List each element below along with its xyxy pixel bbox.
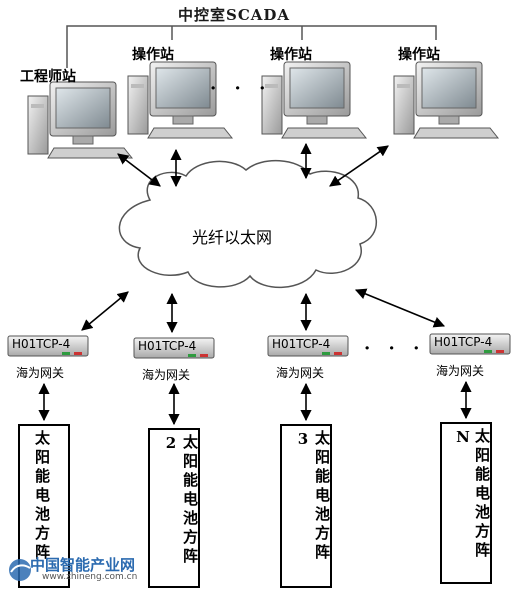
gateway-ellipsis: · · · (364, 338, 426, 359)
operator-computer-icon-3 (393, 61, 500, 139)
ethernet-cloud (118, 159, 378, 288)
solar-array-box-3 (280, 424, 332, 588)
operator-station-label-1: 操作站 (132, 47, 174, 63)
gateway-device-2 (133, 337, 215, 359)
operator-computer-icon-2 (261, 61, 368, 139)
solar-array-box-4 (440, 422, 492, 584)
solar-array-box-2 (148, 428, 200, 588)
watermark-logo-icon (9, 559, 31, 581)
watermark-text: 中国智能产业网 (30, 556, 136, 574)
engineer-station-label: 工程师站 (20, 69, 76, 85)
solar-array-label-2: 太阳能电池方阵2 (162, 434, 199, 567)
gateway-name-label-4: 海为网关 (436, 364, 485, 378)
gateway-model-label-3: H01TCP-4 (272, 337, 331, 351)
solar-array-label-4: 太阳能电池方阵N (454, 428, 491, 561)
operator-station-label-2: 操作站 (270, 47, 312, 63)
gateway-model-label-4: H01TCP-4 (434, 335, 493, 349)
station-ellipsis: · · · (210, 78, 272, 99)
downlink-arrows (81, 288, 446, 334)
panel-link-arrows (38, 380, 472, 426)
scada-title: 中控室SCADA (178, 6, 291, 24)
gateway-model-label-2: H01TCP-4 (138, 339, 197, 353)
gateway-name-label-3: 海为网关 (276, 366, 325, 380)
operator-station-label-3: 操作站 (398, 47, 440, 63)
gateway-device-1 (7, 335, 89, 357)
solar-array-label-1: 太阳能电池方阵 (33, 430, 51, 563)
gateway-name-label-1: 海为网关 (16, 366, 65, 380)
ethernet-label: 光纤以太网 (192, 228, 273, 247)
watermark-url: www.zhineng.com.cn (42, 572, 138, 582)
operator-computer-icon-1 (127, 61, 234, 139)
gateway-device-3 (267, 335, 349, 357)
scada-bus (66, 25, 437, 68)
gateway-device-4 (429, 333, 511, 355)
solar-array-label-3: 太阳能电池方阵3 (294, 430, 331, 563)
gateway-model-label-1: H01TCP-4 (12, 337, 71, 351)
gateway-name-label-2: 海为网关 (142, 368, 191, 382)
uplink-arrows (117, 142, 389, 188)
engineer-computer-icon (27, 81, 134, 159)
solar-array-box-1 (18, 424, 70, 588)
